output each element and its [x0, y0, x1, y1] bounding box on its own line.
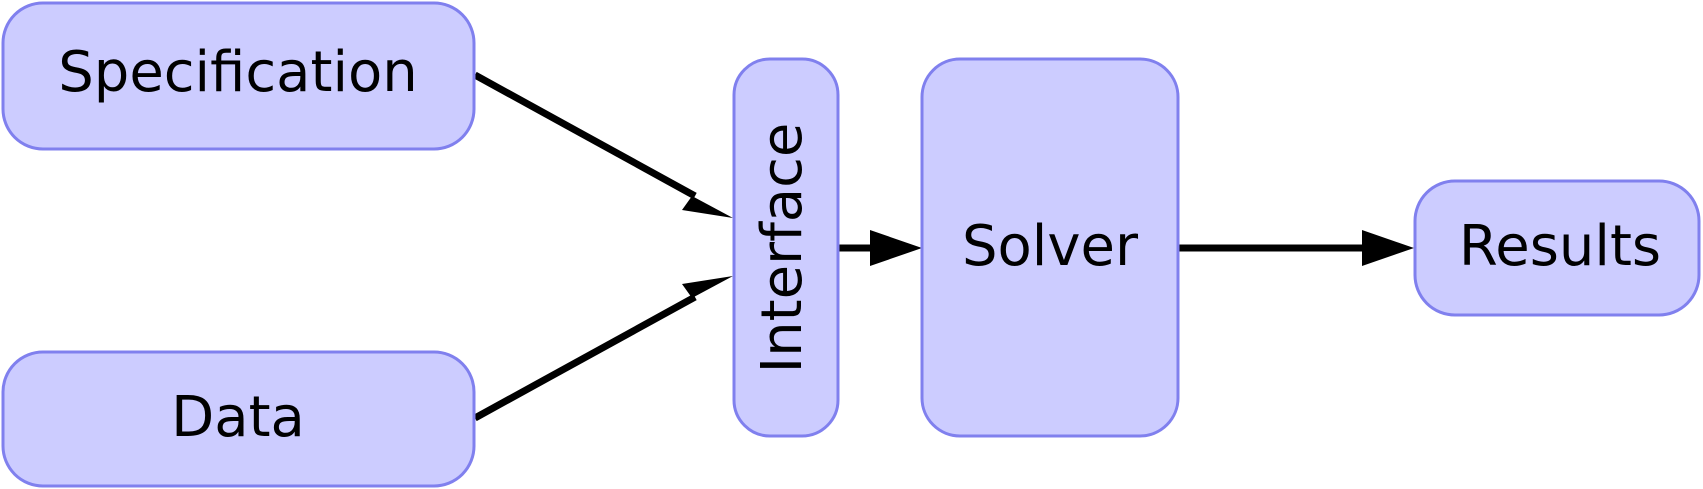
edge-data-to-interface-line: [473, 293, 697, 422]
node-results-box: [1413, 179, 1701, 317]
node-results: Results: [1413, 179, 1701, 317]
node-specification-label: Specification: [58, 40, 418, 105]
node-interface-label: Interface: [750, 123, 815, 374]
edge-solver-to-results-arrowhead: [1362, 230, 1414, 266]
node-data: Data: [1, 350, 476, 488]
edge-specification-to-interface-line: [473, 71, 697, 200]
edge-solver-to-results: [1178, 230, 1414, 266]
node-interface-box: [732, 57, 840, 438]
node-interface: Interface: [732, 57, 840, 438]
node-results-label: Results: [1459, 214, 1661, 279]
node-specification: Specification: [1, 1, 476, 151]
node-solver-label: Solver: [962, 214, 1139, 279]
node-specification-box: [1, 1, 476, 151]
node-data-label: Data: [171, 385, 305, 450]
edge-interface-to-solver: [838, 230, 922, 266]
node-data-box: [1, 350, 476, 488]
edge-data-to-interface: [473, 276, 733, 422]
edge-specification-to-interface-arrowhead: [682, 196, 733, 218]
edges: [473, 71, 1414, 422]
edge-interface-to-solver-arrowhead: [870, 230, 922, 266]
edge-specification-to-interface: [473, 71, 733, 218]
node-solver: Solver: [920, 57, 1180, 438]
edge-data-to-interface-arrowhead: [682, 276, 733, 298]
node-solver-box: [920, 57, 1180, 438]
